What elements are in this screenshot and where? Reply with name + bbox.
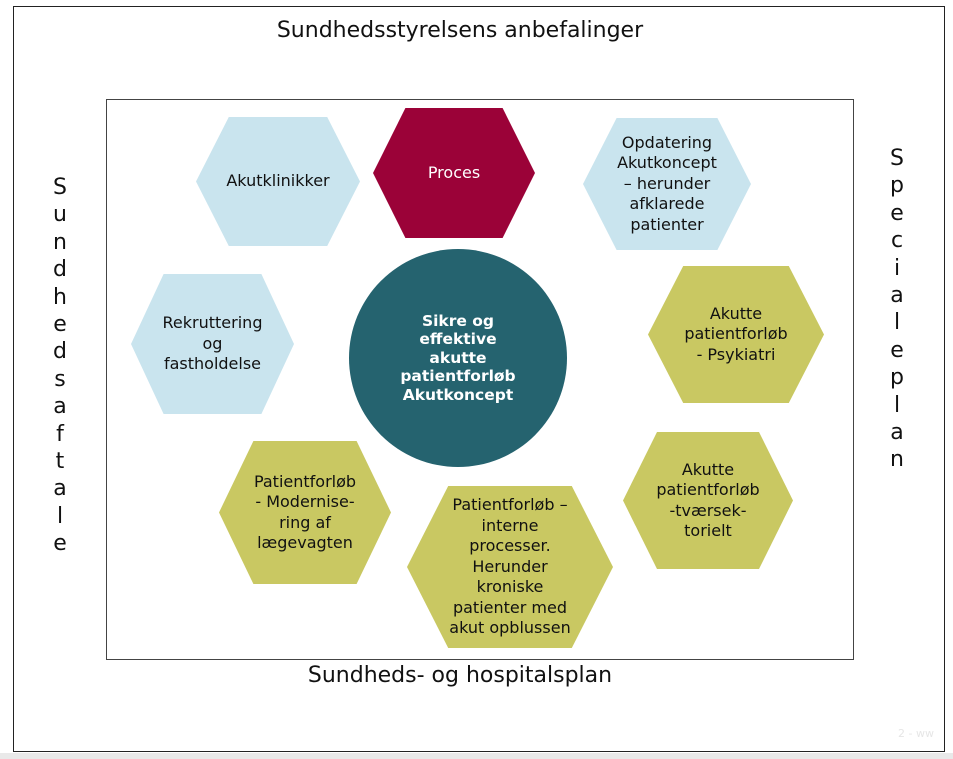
inner-frame: [106, 99, 854, 660]
hex-akutklinikker: Akutklinikker: [196, 117, 360, 246]
hex-tvaersektorielt: Akutte patientforløb -tværsek- torielt: [623, 432, 793, 569]
vertical-letter: S: [53, 175, 67, 200]
vertical-letter: e: [890, 200, 904, 226]
hex-rekruttering: Rekruttering og fastholdelse: [131, 274, 294, 414]
vertical-letter: u: [53, 202, 67, 228]
hex-psykiatri-label: Akutte patientforløb - Psykiatri: [684, 303, 788, 364]
vertical-letter: S: [890, 146, 904, 171]
center-circle: Sikre og effektive akutte patientforløb …: [349, 249, 567, 467]
vertical-letter: l: [56, 503, 64, 529]
vertical-letter: d: [53, 257, 67, 283]
vertical-letter: i: [893, 255, 901, 281]
hex-proces: Proces: [373, 108, 535, 238]
vertical-letter: e: [53, 312, 67, 338]
vertical-letter: p: [890, 365, 904, 391]
slide-watermark: 2 - ww: [898, 727, 934, 740]
hex-psykiatri: Akutte patientforløb - Psykiatri: [648, 266, 824, 403]
hex-opdatering: Opdatering Akutkoncept – herunder afklar…: [583, 118, 751, 250]
top-title: Sundhedsstyrelsens anbefalinger: [276, 18, 644, 43]
hex-opdatering-label: Opdatering Akutkoncept – herunder afklar…: [617, 132, 717, 234]
vertical-letter: n: [53, 229, 67, 255]
vertical-letter: c: [890, 228, 904, 254]
vertical-letter: h: [53, 284, 67, 310]
vertical-letter: p: [890, 173, 904, 199]
vertical-letter: l: [893, 392, 901, 418]
center-circle-label: Sikre og effektive akutte patientforløb …: [400, 311, 516, 404]
vertical-letter: a: [890, 420, 904, 446]
vertical-letter: a: [890, 283, 904, 309]
hex-tvaersektorielt-label: Akutte patientforløb -tværsek- torielt: [656, 459, 760, 541]
hex-laegevagten-label: Patientforløb - Modernise- ring af lægev…: [253, 471, 357, 553]
vertical-letter: a: [53, 394, 67, 420]
outer-frame: [13, 6, 945, 752]
vertical-letter: l: [893, 310, 901, 336]
bottom-title: Sundheds- og hospitalsplan: [307, 663, 613, 688]
hex-laegevagten: Patientforløb - Modernise- ring af lægev…: [219, 441, 391, 584]
vertical-letter: e: [53, 531, 67, 557]
hex-interne: Patientforløb – interne processer. Herun…: [407, 486, 613, 648]
vertical-letter: s: [54, 366, 66, 392]
vertical-letter: f: [56, 421, 64, 447]
hex-interne-label: Patientforløb – interne processer. Herun…: [449, 495, 571, 638]
vertical-letter: n: [890, 447, 904, 473]
vertical-letter: a: [53, 476, 67, 502]
hex-akutklinikker-label: Akutklinikker: [226, 171, 330, 191]
bottom-strip: [0, 753, 953, 759]
hex-proces-label: Proces: [427, 162, 481, 182]
vertical-letter: d: [53, 339, 67, 365]
vertical-letter: t: [55, 449, 65, 475]
hex-rekruttering-label: Rekruttering og fastholdelse: [162, 313, 263, 374]
vertical-letter: e: [890, 337, 904, 363]
